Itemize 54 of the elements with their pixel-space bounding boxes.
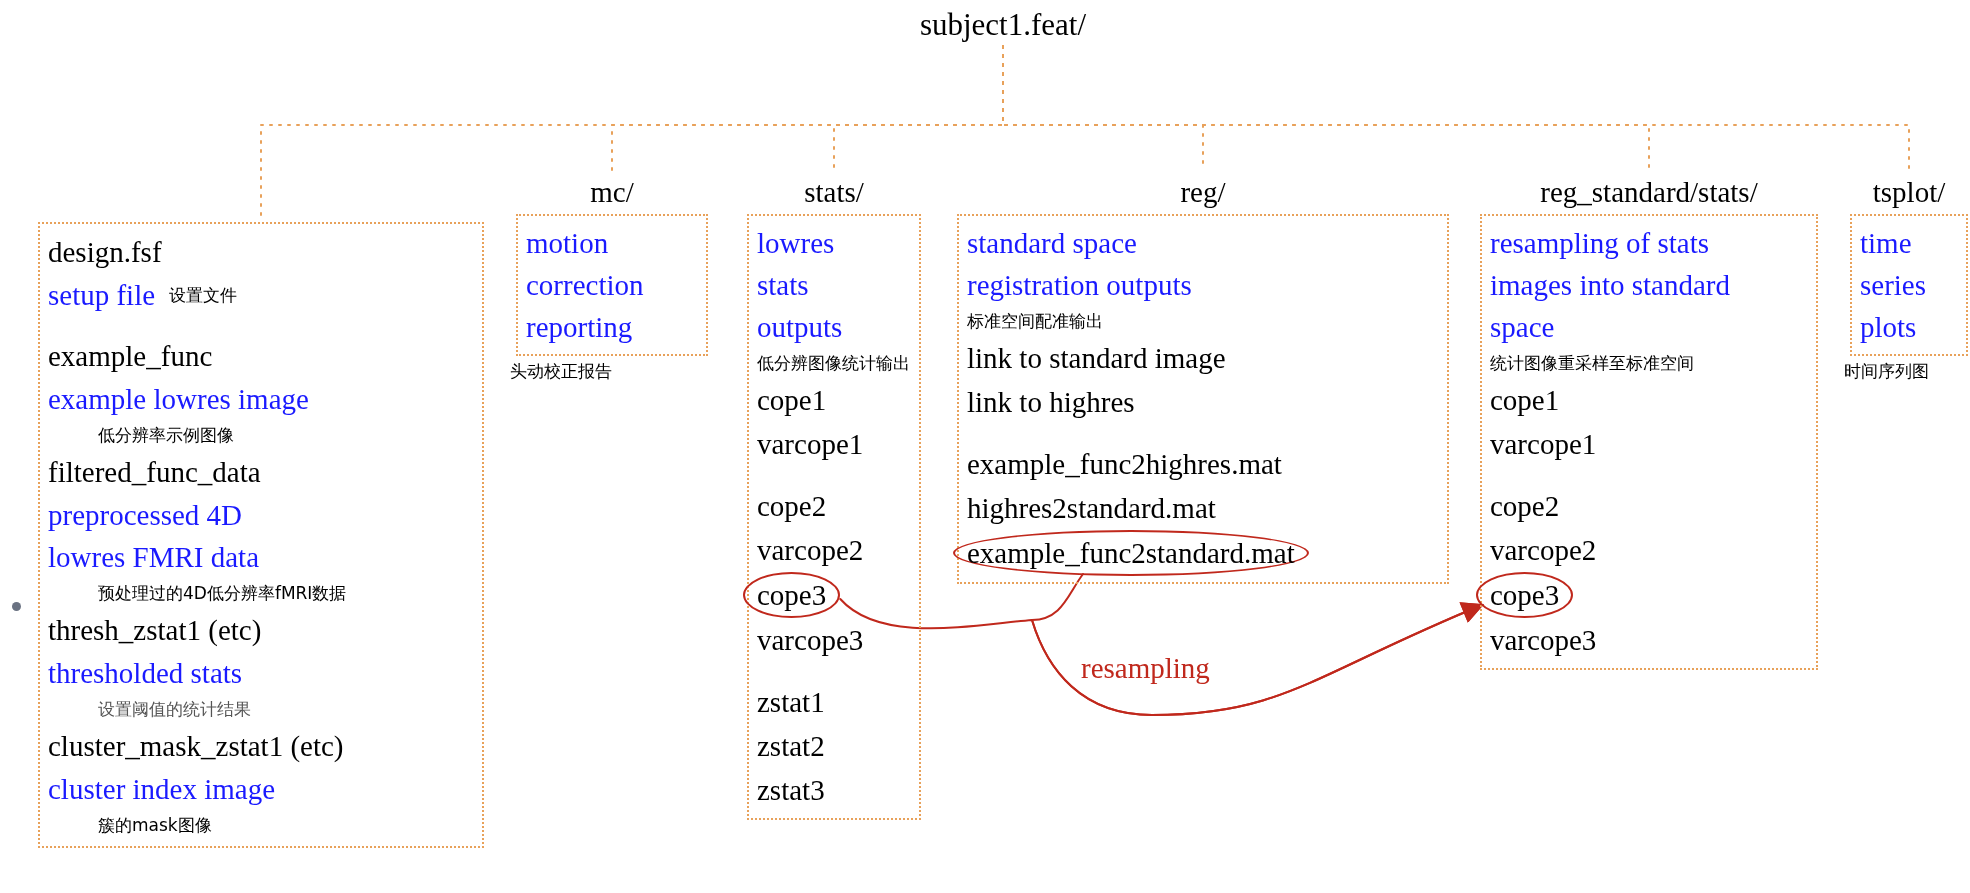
annotation: 簇的mask图像	[97, 814, 213, 837]
annotation: 低分辨率示例图像	[97, 424, 235, 447]
annotation: 设置阈值的统计结果	[97, 698, 252, 721]
file-name: varcope2	[757, 533, 865, 568]
file-description: standard space registration outputs	[967, 226, 1193, 303]
file-name: design.fsf	[48, 235, 163, 270]
file-name: zstat2	[757, 729, 826, 764]
folder-name: mc/	[589, 175, 635, 210]
file-description: setup file	[48, 278, 156, 313]
file-name: link to highres	[967, 385, 1136, 420]
file-description: lowres stats outputs	[757, 226, 844, 345]
file-name: varcope3	[1490, 623, 1598, 658]
annotation: 低分辨图像统计输出	[757, 352, 911, 375]
circled-name: cope3	[1476, 572, 1574, 618]
tree-line	[1002, 45, 1910, 171]
file-name: example_func	[48, 339, 214, 374]
file-name: cope1	[1490, 383, 1561, 418]
arrow	[1031, 573, 1484, 716]
file-description: lowres FMRI data	[48, 540, 261, 575]
file-name: link to standard image	[967, 341, 1227, 376]
file-name: cope2	[757, 489, 828, 524]
circled-name: example_func2standard.mat	[953, 530, 1309, 576]
file-name: zstat1	[757, 685, 826, 720]
folder-name: reg_standard/stats/	[1539, 175, 1759, 210]
file-name: varcope1	[1490, 427, 1598, 462]
file-description: cluster index image	[48, 772, 277, 807]
file-description: motion correction reporting	[526, 226, 645, 345]
folder-name: tsplot/	[1871, 175, 1947, 210]
folder-name: stats/	[803, 175, 865, 210]
annotation: 设置文件	[169, 284, 238, 307]
folder-name: reg/	[1179, 175, 1227, 210]
annotation: 统计图像重采样至标准空间	[1490, 352, 1695, 375]
file-description: thresholded stats	[48, 656, 244, 691]
folder-name: subject1.feat/	[903, 4, 1103, 46]
file-name: thresh_zstat1 (etc)	[48, 613, 263, 648]
file-name: varcope1	[757, 427, 865, 462]
file-description: preprocessed 4D	[48, 498, 244, 533]
file-name: highres2standard.mat	[967, 491, 1217, 526]
file-description: resampling of stats images into standard space	[1490, 226, 1731, 345]
circled-name: cope3	[743, 572, 841, 618]
file-name: cope2	[1490, 489, 1561, 524]
file-name: cope1	[757, 383, 828, 418]
file-name: example_func2highres.mat	[967, 447, 1283, 482]
file-name: cluster_mask_zstat1 (etc)	[48, 729, 345, 764]
file-name: varcope2	[1490, 533, 1598, 568]
file-name: zstat3	[757, 773, 826, 808]
file-name: varcope3	[757, 623, 865, 658]
file-description: time series plots	[1860, 226, 1928, 345]
file-description: example lowres image	[48, 382, 310, 417]
file-name: filtered_func_data	[48, 455, 262, 490]
annotation: 时间序列图	[1844, 360, 1930, 383]
annotation: 标准空间配准输出	[967, 310, 1104, 333]
annotation: 预处理过的4D低分辨率fMRI数据	[97, 582, 348, 605]
annotation: 头动校正报告	[510, 360, 613, 383]
